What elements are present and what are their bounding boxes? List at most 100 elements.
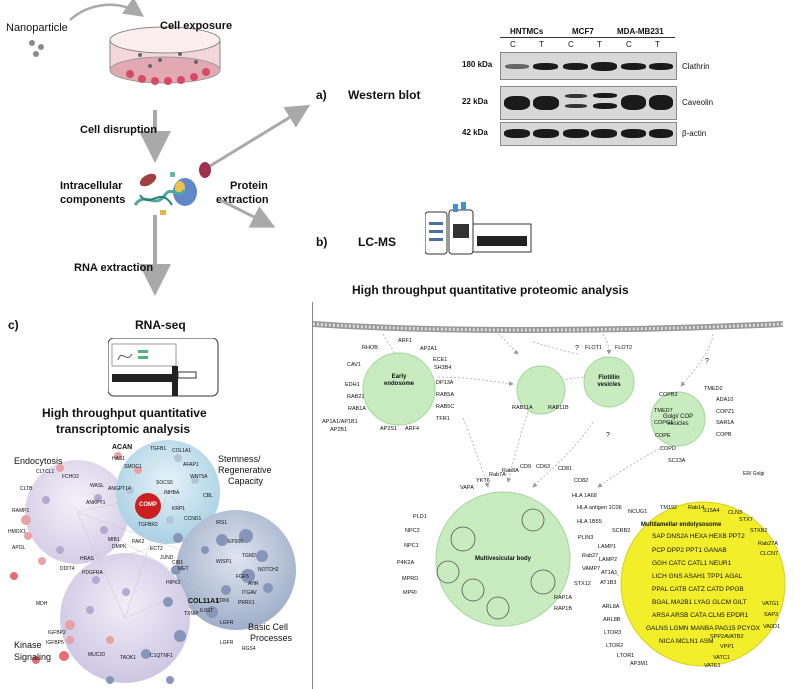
network-gene: WNT5A: [190, 474, 208, 480]
network-gene: MET: [178, 566, 189, 572]
golgi-gene: COPB2: [659, 392, 678, 398]
flotillin-circle: [583, 356, 635, 408]
lysosome-gene-row: ARSA ARSB CATA CLN5 EPDR1: [652, 612, 749, 619]
network-gene: CIB1: [172, 560, 184, 566]
cell-exposure-label: Cell exposure: [160, 20, 233, 32]
question-mark: ?: [606, 432, 610, 439]
extraction-arrows: [209, 104, 311, 228]
intracellular-components-icon: [133, 162, 211, 215]
cell-line-mdamb231: MDA-MB231: [617, 27, 664, 36]
lane-label: T: [655, 40, 660, 49]
mvb-gene: HLA 1A68: [572, 493, 597, 499]
lysosome-gene-row: LICH GNS ASAH1 TPP1 AGAL: [652, 573, 743, 580]
network-gene: FGF5: [236, 574, 249, 580]
early-endosome-gene: DP13A: [436, 380, 454, 386]
lysosome-outer-gene: Rab14: [688, 505, 705, 511]
mvb-gene: MPRI: [403, 590, 417, 596]
network-gene: AFAP1: [183, 462, 199, 468]
network-gene: IGFBP2: [48, 630, 66, 636]
mvb-gene: CD9: [520, 464, 532, 470]
lane-label: T: [597, 40, 602, 49]
network-gene: RGS4: [242, 646, 256, 652]
lysosome-gene-row: SAP DNS2A HEXA HEXB PPT2: [652, 533, 745, 540]
lysosome-outer-gene: LAMP1: [598, 544, 617, 550]
mvb-gene: PLIN3: [578, 535, 594, 541]
rna-seq-instrument-icon: [108, 338, 219, 397]
network-gene: PRRX1: [238, 600, 255, 606]
network-gene: IRS1: [216, 520, 228, 526]
golgi-gene: COPE: [655, 433, 671, 439]
mvb-gene: Rab8A: [502, 468, 519, 474]
network-gene: ECT2: [150, 546, 163, 552]
network-gene: PDGFRA: [82, 570, 103, 576]
lysosome-gene-row: GALNS LGMN MANBA PAG15 PCYOX: [646, 625, 761, 632]
network-gene: SMOC1: [124, 464, 142, 470]
group-label: Kinase: [14, 640, 42, 650]
lysosome-outer-gene: AT1A1: [601, 570, 618, 576]
rna-extraction-label: RNA extraction: [74, 262, 154, 274]
mvb-gene: CD63: [536, 464, 551, 470]
lysosome-outer-gene: STXB2: [750, 528, 768, 534]
early-endosome-gene: RAB5A: [436, 392, 455, 398]
network-gene: IL6ST: [200, 608, 214, 614]
gene-acan: ACAN: [112, 444, 133, 451]
rab11-vesicle-circle: [516, 365, 566, 415]
early-endosome-gene: EDH1: [345, 382, 360, 388]
cell-line-mcf7: MCF7: [572, 27, 594, 36]
lane-label: T: [539, 40, 544, 49]
lysosome-outer-gene: LAMP2: [599, 557, 618, 563]
lysosome-outer-gene: SPP2A: [710, 634, 728, 640]
early-endosome-gene: AP2A1: [420, 346, 438, 352]
mvb-gene: P4K2A: [397, 560, 415, 566]
mvb-gene: STX12: [574, 581, 591, 587]
question-mark: ?: [575, 345, 579, 352]
network-gene: ANKFY1: [86, 500, 106, 506]
protein-label: β-actin: [682, 129, 707, 138]
flotillin-label: Flotillin vesicles: [597, 375, 621, 388]
golgi-gene: COPZ1: [716, 409, 735, 415]
rab11-gene: RAB11B: [548, 405, 569, 411]
lysosome-outer-gene: VPP1: [720, 644, 735, 650]
network-gene: SOCS5: [156, 480, 173, 486]
lane-label: C: [510, 40, 516, 49]
golgi-gene: SAR1A: [716, 420, 735, 426]
mvb-gene: NPC2: [405, 528, 420, 534]
lysosome-outer-gene: VATG1: [762, 601, 780, 607]
network-gene: TGFB1: [150, 446, 167, 452]
golgi-label: Golgi/ COP vesicles: [662, 414, 694, 427]
cell-disruption-label: Cell disruption: [80, 124, 157, 136]
petri-dish: [109, 26, 221, 85]
kda-label: 42 kDa: [462, 128, 488, 137]
group-label: Stemness/: [218, 454, 261, 464]
lysosome-outer-gene: SAP3: [764, 612, 779, 618]
proteomic-heading: High throughput quantitative proteomic a…: [352, 283, 629, 297]
network-gene: CDK6: [216, 598, 230, 604]
network-gene: ITGAV: [242, 590, 257, 596]
exposure-arrow: [69, 0, 145, 21]
gene-comp: COMP: [139, 502, 157, 508]
lysosome-label: Multilamellar endolysosome: [641, 522, 722, 528]
endocytosis-diagram: [313, 321, 786, 667]
early-endosome-gene: RAB21: [347, 394, 365, 400]
network-gene: CCND1: [184, 516, 202, 522]
protein-label-1: Protein: [230, 180, 268, 192]
lysosome-outer-gene: LTOR1: [617, 653, 635, 659]
network-gene: TAOK1: [120, 655, 137, 661]
network-gene: HMOX1: [8, 529, 26, 535]
panel-divider: [312, 302, 313, 689]
mvb-gene: VAPA: [460, 485, 474, 491]
panel-c-title: RNA-seq: [135, 318, 186, 332]
lysosome-outer-gene: VA0D1: [763, 624, 781, 630]
network-gene: JUND: [160, 555, 174, 561]
lysosome-outer-gene: LTOR3: [604, 630, 622, 636]
early-endosome-gene: AP1A1/AP1B1: [322, 419, 358, 425]
protein-label: Clathrin: [682, 62, 710, 71]
panel-b-title: LC-MS: [358, 235, 396, 249]
golgi-gene: ADA10: [716, 397, 734, 403]
early-endosome-gene: RAB5C: [436, 404, 455, 410]
question-mark: ?: [705, 358, 709, 365]
lysosome-outer-gene: ARL8B: [603, 617, 621, 623]
lysosome-outer-gene: ARL8A: [602, 604, 620, 610]
intracellular-label-1: Intracellular: [60, 180, 123, 192]
mvb-gene: Rab27: [582, 553, 599, 559]
